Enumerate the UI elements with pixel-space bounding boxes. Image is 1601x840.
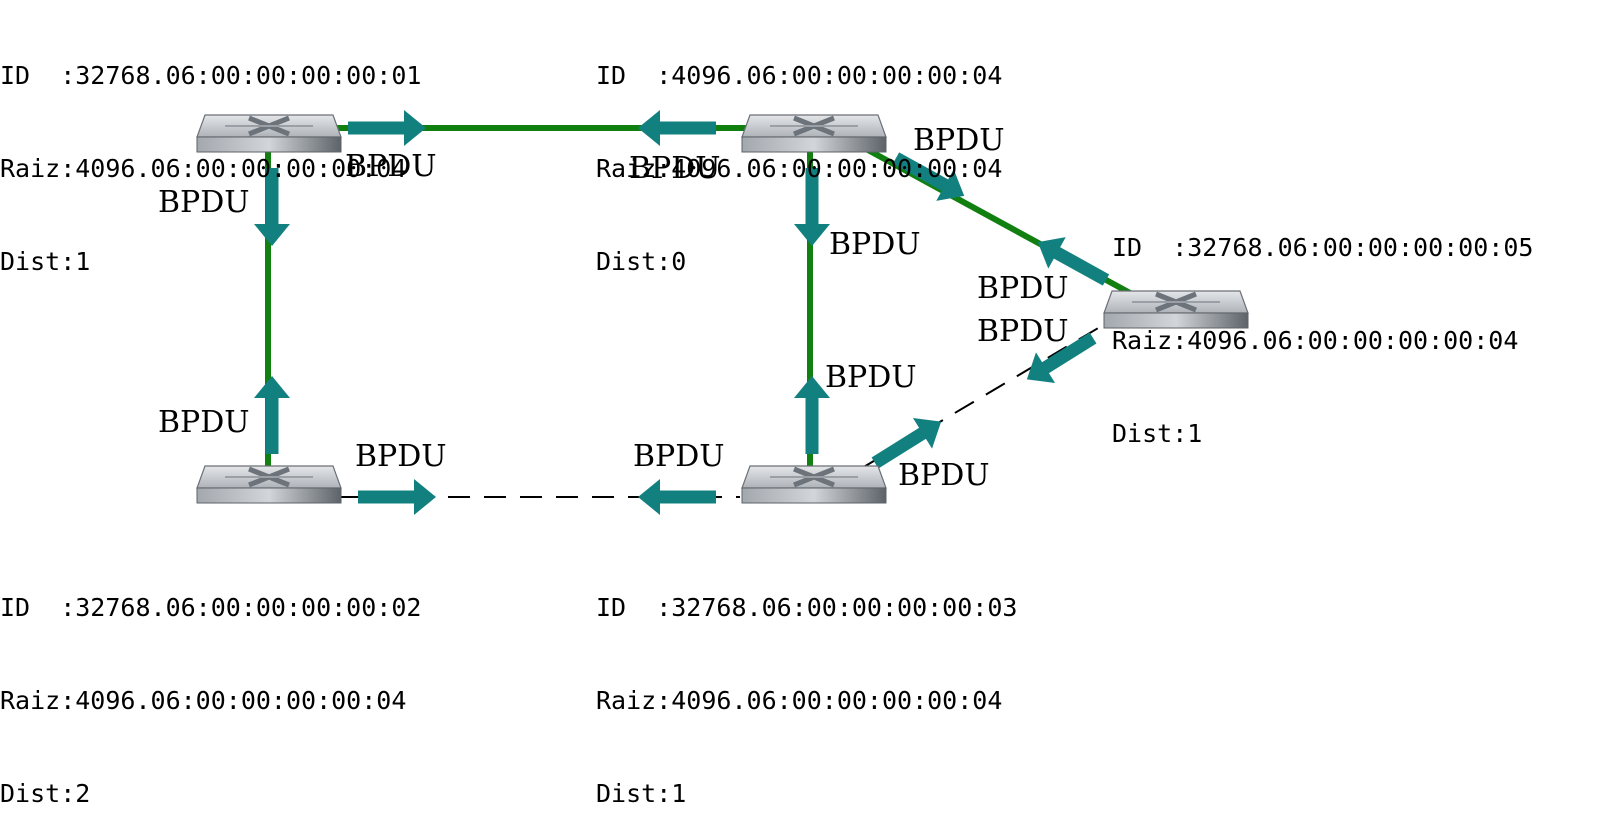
- bpdu-arrow: [254, 376, 290, 454]
- bpdu-label: BPDU: [898, 458, 990, 493]
- root-id: Raiz:4096.06:00:00:00:00:04: [1112, 326, 1519, 355]
- bpdu-label: BPDU: [977, 314, 1069, 349]
- bpdu-arrow: [1026, 332, 1097, 383]
- bpdu-arrow: [638, 479, 716, 515]
- switch-info-2: ID :4096.06:00:00:00:00:04 Raiz:4096.06:…: [596, 0, 1002, 308]
- bridge-id: ID :32768.06:00:00:00:00:02: [0, 593, 422, 622]
- root-distance: Dist:1: [1112, 419, 1203, 448]
- bpdu-arrow: [1037, 237, 1110, 286]
- root-id: Raiz:4096.06:00:00:00:00:04: [596, 686, 1003, 715]
- bpdu-arrow: [358, 479, 436, 515]
- switch-info-1: ID :32768.06:00:00:00:00:01 Raiz:4096.06…: [0, 0, 421, 308]
- bpdu-label: BPDU: [977, 271, 1069, 306]
- bpdu-label: BPDU: [825, 360, 917, 395]
- switch-icon-1: [196, 114, 342, 153]
- bpdu-labels: BPDU BPDU BPDU BPDU BPDU BPDU BPDU BPDU …: [158, 123, 1069, 493]
- root-distance: Dist:2: [0, 779, 91, 808]
- bpdu-arrow: [794, 376, 830, 454]
- switch-icon-2: [741, 114, 887, 153]
- bpdu-label: BPDU: [355, 439, 447, 474]
- bridge-id: ID :32768.06:00:00:00:00:01: [0, 61, 422, 90]
- switch-info-4: ID :32768.06:00:00:00:00:02 Raiz:4096.06…: [0, 530, 421, 840]
- root-id: Raiz:4096.06:00:00:00:00:04: [0, 686, 407, 715]
- bridge-id: ID :32768.06:00:00:00:00:03: [596, 593, 1018, 622]
- bpdu-arrow: [638, 110, 716, 146]
- root-distance: Dist:1: [596, 779, 687, 808]
- bridge-id: ID :4096.06:00:00:00:00:04: [596, 61, 1003, 90]
- switch-icon-4: [196, 465, 342, 504]
- bpdu-label: BPDU: [829, 227, 921, 262]
- switch-icon-5: [741, 465, 887, 504]
- bpdu-label: BPDU: [158, 405, 250, 440]
- bpdu-arrow: [348, 110, 426, 146]
- bpdu-arrow: [794, 168, 830, 246]
- root-id: Raiz:4096.06:00:00:00:00:04: [596, 154, 1003, 183]
- switch-info-5: ID :32768.06:00:00:00:00:03 Raiz:4096.06…: [596, 530, 1017, 840]
- bpdu-arrow: [871, 418, 942, 469]
- bpdu-label: BPDU: [158, 185, 250, 220]
- bpdu-arrows: [254, 110, 1110, 515]
- bpdu-label: BPDU: [345, 149, 437, 184]
- bpdu-label: BPDU: [633, 439, 725, 474]
- switch-icon-3: [1103, 290, 1249, 329]
- bpdu-label: BPDU: [913, 123, 1005, 158]
- root-id: Raiz:4096.06:00:00:00:00:04: [0, 154, 407, 183]
- bpdu-label: BPDU: [629, 151, 721, 186]
- switch-info-3: ID :32768.06:00:00:00:00:05 Raiz:4096.06…: [1112, 170, 1533, 480]
- bpdu-arrow: [892, 152, 965, 201]
- root-distance: Dist:0: [596, 247, 687, 276]
- stp-diagram: BPDU BPDU BPDU BPDU BPDU BPDU BPDU BPDU …: [158, 110, 1249, 515]
- bridge-id: ID :32768.06:00:00:00:00:05: [1112, 233, 1534, 262]
- root-distance: Dist:1: [0, 247, 91, 276]
- bpdu-arrow: [254, 168, 290, 246]
